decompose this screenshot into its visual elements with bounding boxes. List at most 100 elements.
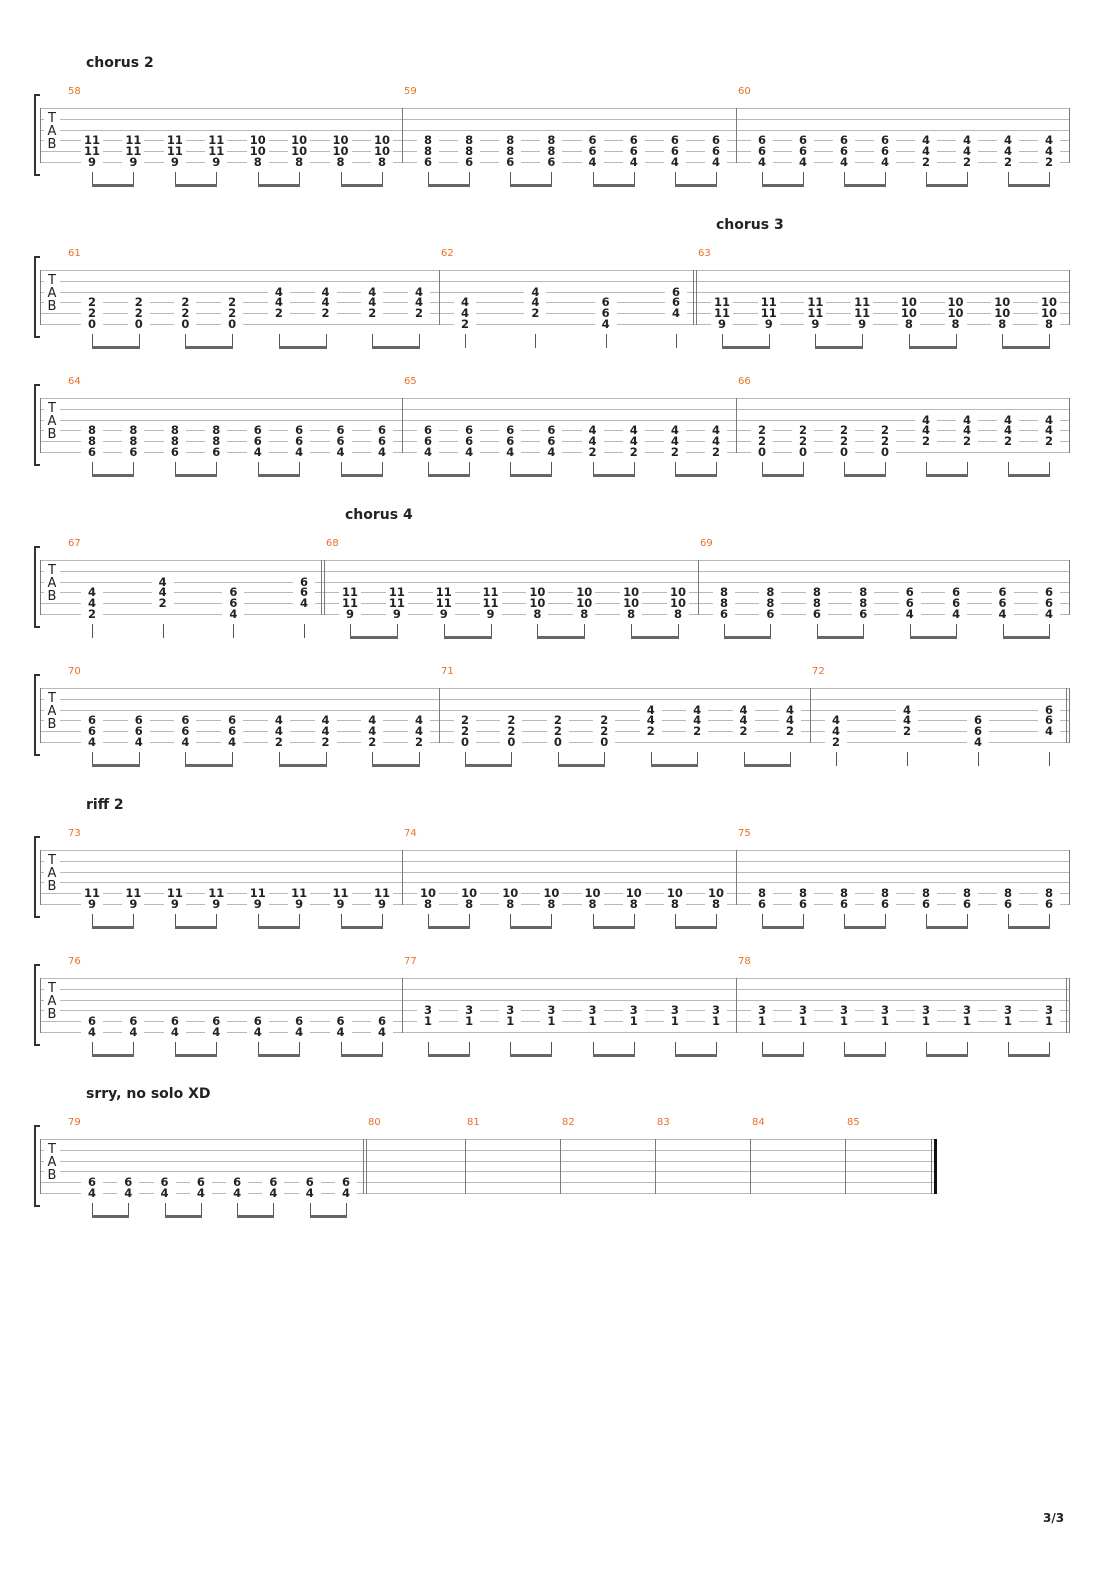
fret-number: 8 xyxy=(713,597,735,610)
eighth-beam xyxy=(675,926,717,929)
note-stem xyxy=(1008,1042,1009,1056)
fret-number: 2 xyxy=(174,307,197,320)
fret-number: 4 xyxy=(81,1187,103,1199)
tab-clef-letter: A xyxy=(44,125,60,138)
note-stem xyxy=(978,752,979,766)
tab-string-line xyxy=(40,698,1069,700)
tab-clef-letter: A xyxy=(44,287,60,300)
note-stem xyxy=(675,462,676,476)
fret-number: 4 xyxy=(956,413,978,426)
fret-number: 8 xyxy=(1038,318,1060,330)
tab-clef-letter: B xyxy=(44,300,60,313)
note-stem xyxy=(469,462,470,476)
fret-number: 2 xyxy=(408,307,430,320)
fret-number: 10 xyxy=(371,134,393,147)
fret-number: 3 xyxy=(622,1004,645,1017)
eighth-beam xyxy=(675,184,717,187)
fret-number: 0 xyxy=(593,736,616,748)
fret-number: 1 xyxy=(581,1015,604,1028)
fret-number: 2 xyxy=(127,307,150,320)
eighth-beam xyxy=(372,346,420,349)
fret-number: 4 xyxy=(246,446,269,458)
fret-number: 10 xyxy=(897,296,920,309)
note-stem xyxy=(722,334,723,348)
fret-number: 11 xyxy=(205,887,228,900)
fret-number: 4 xyxy=(267,296,290,309)
note-stem xyxy=(92,752,93,766)
fret-number: 6 xyxy=(127,714,150,727)
fret-number: 2 xyxy=(454,318,476,330)
note-stem xyxy=(907,752,908,766)
note-stem xyxy=(341,914,342,928)
eighth-beam xyxy=(593,474,635,477)
eighth-beam xyxy=(310,1215,347,1218)
fret-number: 4 xyxy=(1038,725,1060,738)
note-stem xyxy=(551,172,552,186)
fret-number: 10 xyxy=(667,597,689,610)
fret-number: 2 xyxy=(792,435,814,448)
fret-number: 8 xyxy=(458,134,481,147)
note-stem xyxy=(428,1042,429,1056)
fret-number: 2 xyxy=(997,156,1019,168)
eighth-beam xyxy=(372,764,420,767)
fret-number: 9 xyxy=(329,898,352,910)
fret-number: 10 xyxy=(417,887,439,900)
system-bracket xyxy=(34,1125,40,1207)
fret-number: 8 xyxy=(122,435,145,448)
tab-clef-letter: A xyxy=(44,705,60,718)
note-stem xyxy=(537,624,538,638)
note-stem xyxy=(716,914,717,928)
barline xyxy=(439,270,440,325)
eighth-beam xyxy=(722,346,770,349)
fret-number: 6 xyxy=(122,1015,145,1028)
fret-number: 6 xyxy=(81,714,103,727)
fret-number: 6 xyxy=(991,586,1014,599)
bar-number: 69 xyxy=(700,538,713,549)
barline xyxy=(402,978,403,1033)
fret-number: 10 xyxy=(705,887,727,900)
note-stem xyxy=(133,462,134,476)
note-stem xyxy=(237,1203,238,1217)
fret-number: 4 xyxy=(314,285,337,298)
tab-string-line xyxy=(40,118,1069,120)
fret-number: 6 xyxy=(945,597,968,610)
fret-number: 4 xyxy=(298,1187,321,1199)
fret-number: 4 xyxy=(454,307,476,320)
note-stem xyxy=(593,462,594,476)
note-stem xyxy=(724,624,725,638)
fret-number: 0 xyxy=(792,446,814,458)
tab-string-line xyxy=(40,882,1069,884)
note-stem xyxy=(341,1042,342,1056)
note-stem xyxy=(258,462,259,476)
fret-number: 6 xyxy=(205,1015,228,1028)
fret-number: 4 xyxy=(314,725,337,738)
note-stem xyxy=(128,1203,129,1217)
fret-number: 6 xyxy=(262,1176,285,1189)
fret-number: 1 xyxy=(792,1015,814,1028)
note-stem xyxy=(634,1042,635,1056)
note-stem xyxy=(634,914,635,928)
fret-number: 4 xyxy=(956,134,978,147)
fret-number: 2 xyxy=(956,435,978,448)
note-stem xyxy=(444,624,445,638)
barline xyxy=(736,978,737,1033)
fret-number: 8 xyxy=(759,597,782,610)
note-stem xyxy=(491,624,492,638)
note-stem xyxy=(885,462,886,476)
barline xyxy=(1069,270,1070,325)
fret-number: 6 xyxy=(288,424,311,437)
fret-number: 10 xyxy=(573,597,596,610)
fret-number: 0 xyxy=(833,446,855,458)
tab-string-line xyxy=(40,581,1069,583)
tab-string-line xyxy=(40,1149,936,1151)
fret-number: 4 xyxy=(371,446,393,458)
fret-number: 1 xyxy=(663,1015,686,1028)
fret-number: 9 xyxy=(205,898,228,910)
fret-number: 4 xyxy=(705,424,727,437)
fret-number: 11 xyxy=(122,887,145,900)
note-stem xyxy=(956,624,957,638)
note-stem xyxy=(535,334,536,348)
fret-number: 9 xyxy=(246,898,269,910)
fret-number: 3 xyxy=(458,1004,481,1017)
